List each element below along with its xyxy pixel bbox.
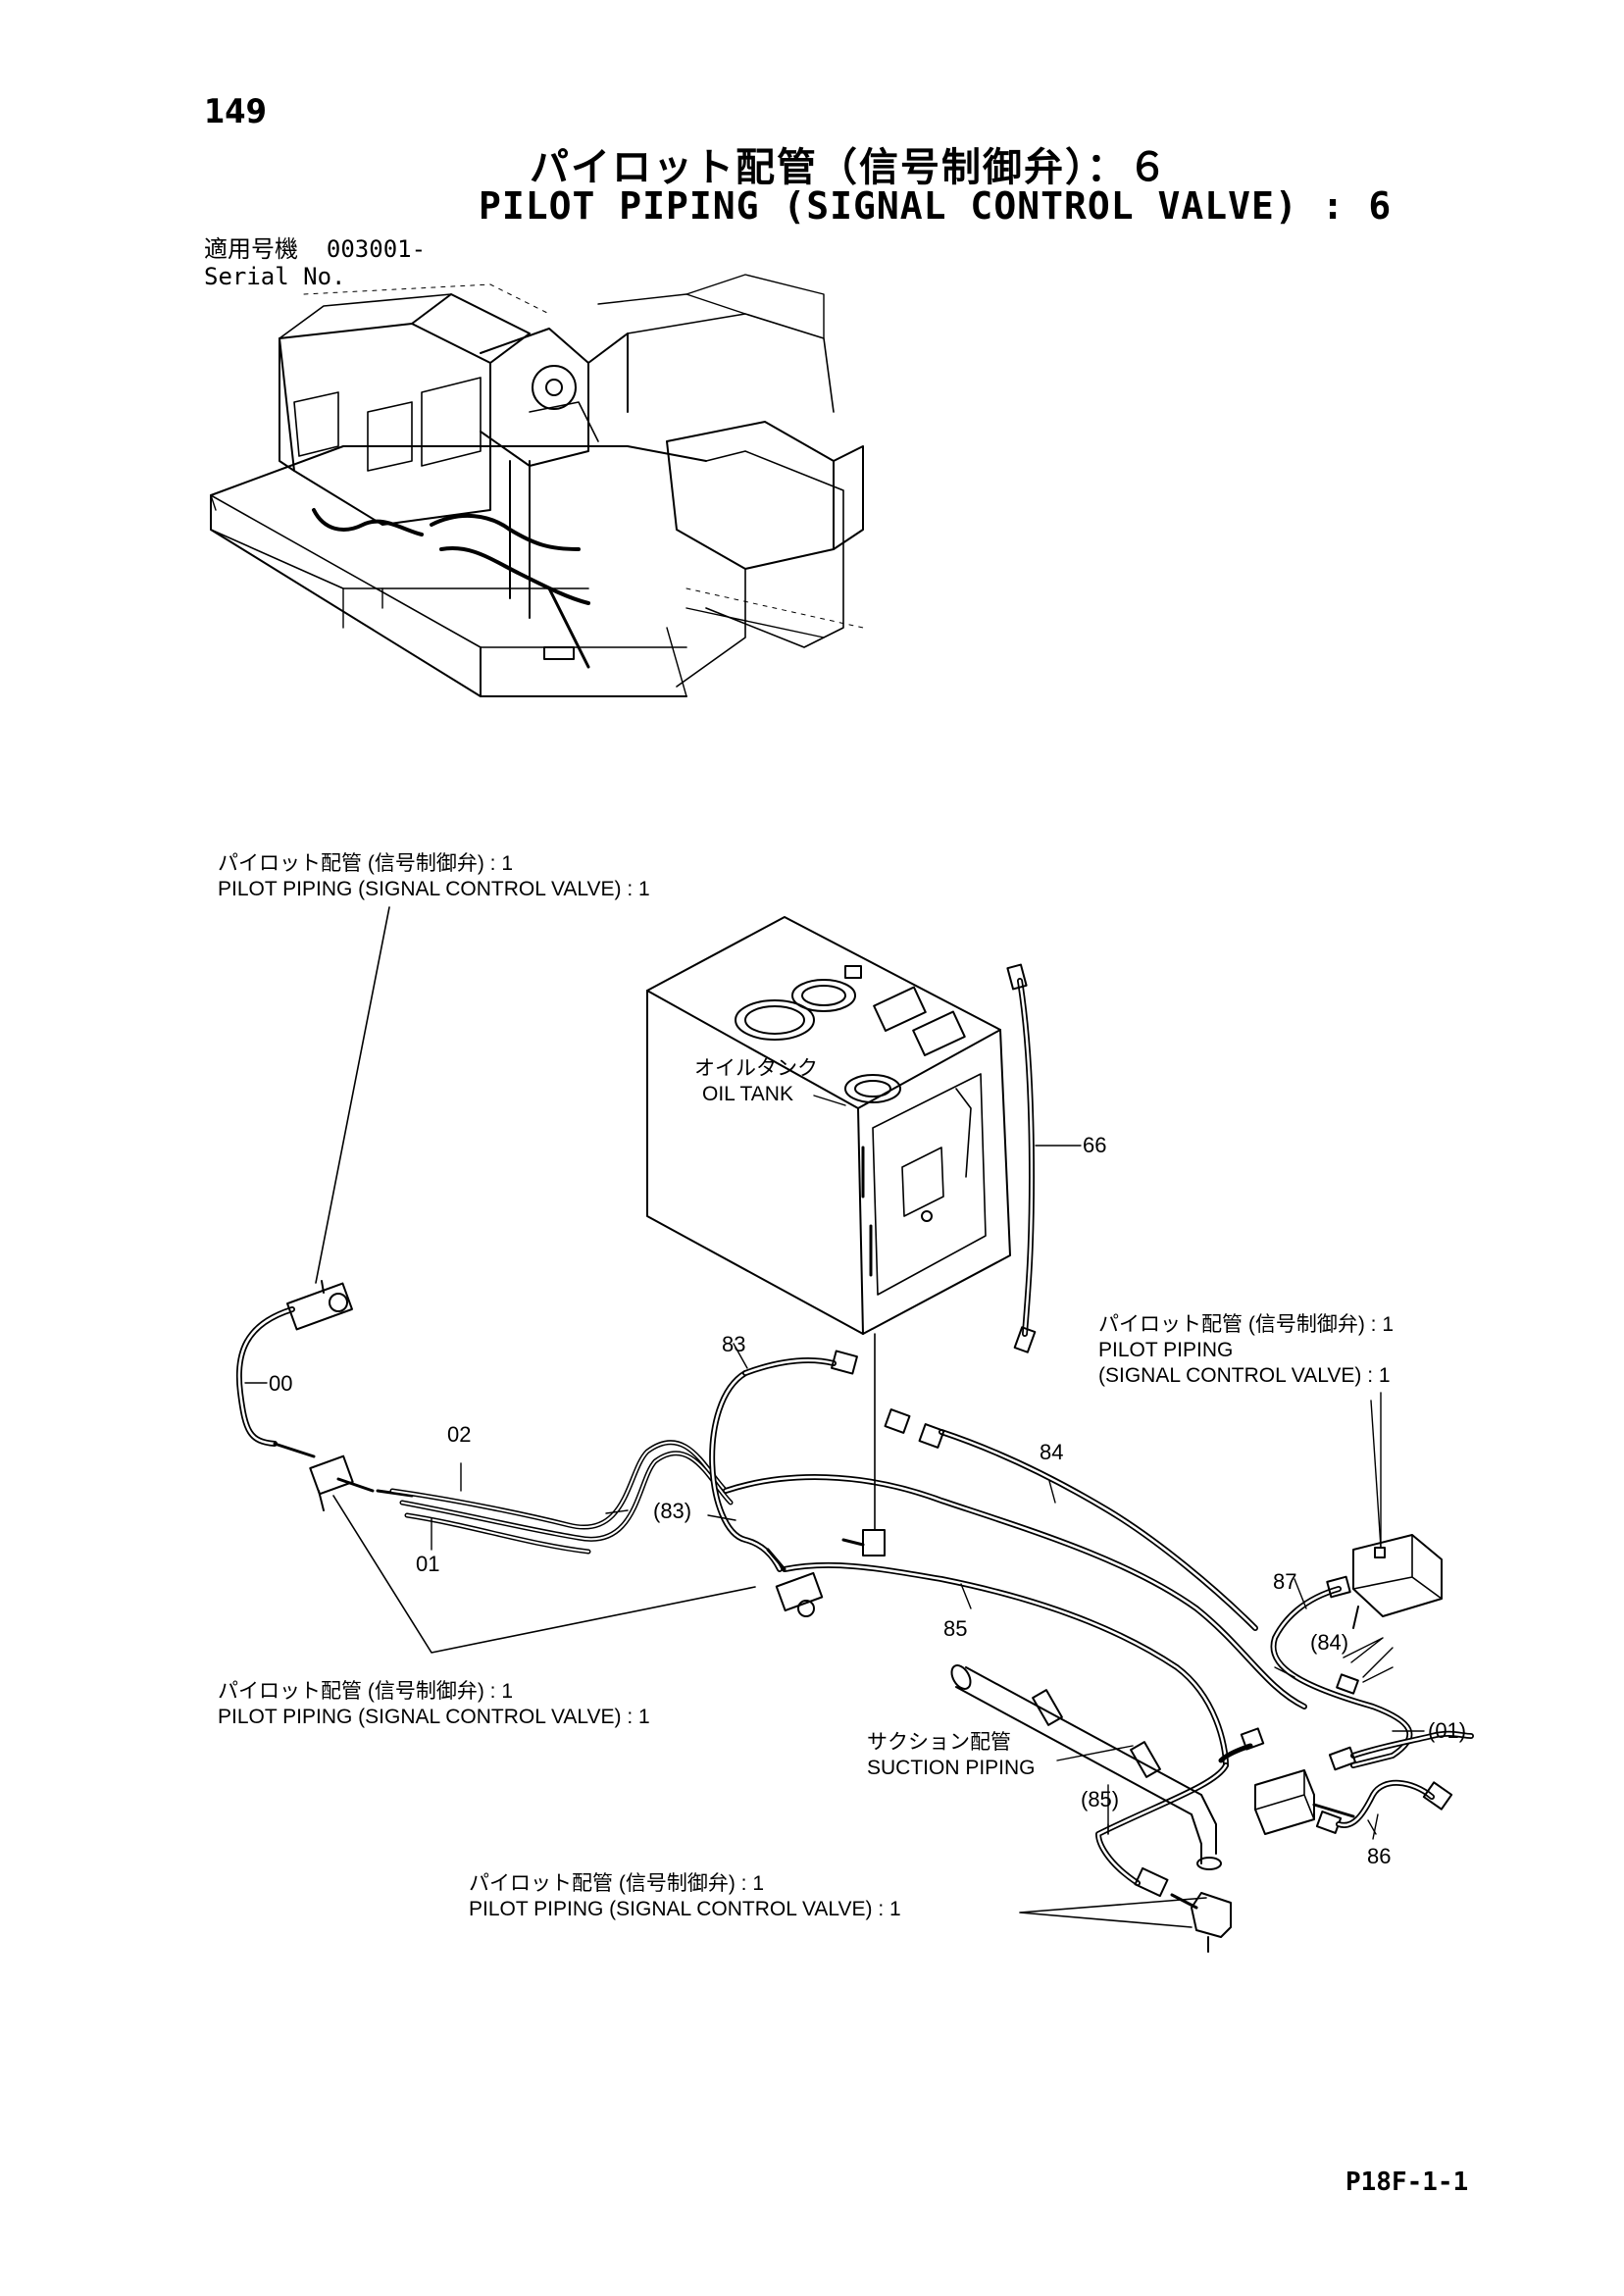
callout-ja: パイロット配管 (信号制御弁) : 1 [218, 852, 514, 875]
drawing-code: P18F-1-1 [1345, 2168, 1469, 2197]
leader-callout-4 [332, 1495, 756, 1654]
callout-pilot-piping-bottom: パイロット配管 (信号制御弁) : 1 PILOT PIPING (SIGNAL… [469, 1871, 901, 1922]
part-number-01: 01 [416, 1552, 440, 1576]
part-number-66: 66 [1083, 1133, 1107, 1157]
leader-part-84b [1343, 1637, 1384, 1663]
callout-ja: パイロット配管 (信号制御弁) : 1 [1098, 1313, 1395, 1336]
machine-overview-illustration [210, 274, 864, 697]
serial-label-ja: 適用号機 003001- [204, 235, 427, 263]
part-number-83-ref: (83) [653, 1499, 692, 1523]
part-number-01-ref: (01) [1428, 1718, 1467, 1743]
leader-callout-1 [315, 906, 390, 1284]
page-number: 149 [204, 92, 267, 131]
callout-ja: パイロット配管 (信号制御弁) : 1 [469, 1872, 765, 1895]
part-number-83: 83 [722, 1332, 746, 1356]
valve-right-lower [1218, 1666, 1474, 1835]
callout-ja: オイルタンク [694, 1057, 818, 1080]
part-number-84: 84 [1040, 1440, 1064, 1464]
callout-suction-piping: サクション配管 SUCTION PIPING [867, 1730, 1036, 1781]
callout-pilot-piping-right: パイロット配管 (信号制御弁) : 1 PILOT PIPING (SIGNAL… [1098, 1312, 1394, 1389]
hose-bundle-01-02 [389, 1440, 734, 1555]
callout-en: SUCTION PIPING [867, 1757, 1036, 1779]
serial-value: 003001- [326, 235, 427, 263]
callout-en: PILOT PIPING (SIGNAL CONTROL VALVE) : 1 [469, 1898, 901, 1920]
junction-block-left [273, 1442, 414, 1511]
part-number-84-ref: (84) [1310, 1630, 1349, 1655]
serial-label-en: Serial No. [204, 263, 346, 290]
suction-pipe [950, 1664, 1222, 1870]
hose-84 [723, 1408, 1307, 1709]
part-number-02: 02 [447, 1422, 472, 1447]
leader-callout-6 [1019, 1897, 1207, 1928]
callout-en-line1: PILOT PIPING [1098, 1339, 1234, 1361]
page-title-english: PILOT PIPING (SIGNAL CONTROL VALVE) : 6 [479, 184, 1393, 228]
callout-pilot-piping-bottom-left: パイロット配管 (信号制御弁) : 1 PILOT PIPING (SIGNAL… [218, 1679, 650, 1730]
callout-pilot-piping-top-left: パイロット配管 (信号制御弁) : 1 PILOT PIPING (SIGNAL… [218, 851, 650, 902]
hose-66 [1006, 963, 1082, 1353]
callout-en-line2: (SIGNAL CONTROL VALVE) : 1 [1098, 1364, 1391, 1387]
valve-center [766, 1333, 886, 1617]
part-number-87: 87 [1273, 1569, 1297, 1594]
leader-part-86 [1372, 1813, 1379, 1840]
hose-00 [235, 1280, 353, 1447]
page-title-japanese: パイロット配管（信号制御弁）：６ [530, 145, 1169, 190]
valve-bottom [1107, 1823, 1232, 1953]
valve-right-upper [1270, 1392, 1443, 1768]
leader-callout-3 [1370, 1400, 1382, 1549]
leader-part-83b [605, 1509, 629, 1514]
callout-ja: サクション配管 [867, 1731, 1011, 1754]
part-number-00: 00 [269, 1371, 293, 1396]
hose-83 [707, 1343, 858, 1572]
callout-en: PILOT PIPING (SIGNAL CONTROL VALVE) : 1 [218, 878, 650, 900]
callout-en: PILOT PIPING (SIGNAL CONTROL VALVE) : 1 [218, 1706, 650, 1728]
part-number-85-ref: (85) [1081, 1787, 1120, 1811]
part-number-85: 85 [943, 1616, 968, 1641]
oil-tank [646, 916, 1011, 1335]
part-number-86: 86 [1367, 1844, 1392, 1868]
callout-en: OIL TANK [702, 1083, 793, 1105]
callout-ja: パイロット配管 (信号制御弁) : 1 [218, 1680, 514, 1703]
serial-number-block: 適用号機 003001- Serial No. [204, 235, 426, 290]
callout-oil-tank: オイルタンク OIL TANK [694, 1056, 818, 1107]
hose-85 [782, 1561, 1229, 1886]
